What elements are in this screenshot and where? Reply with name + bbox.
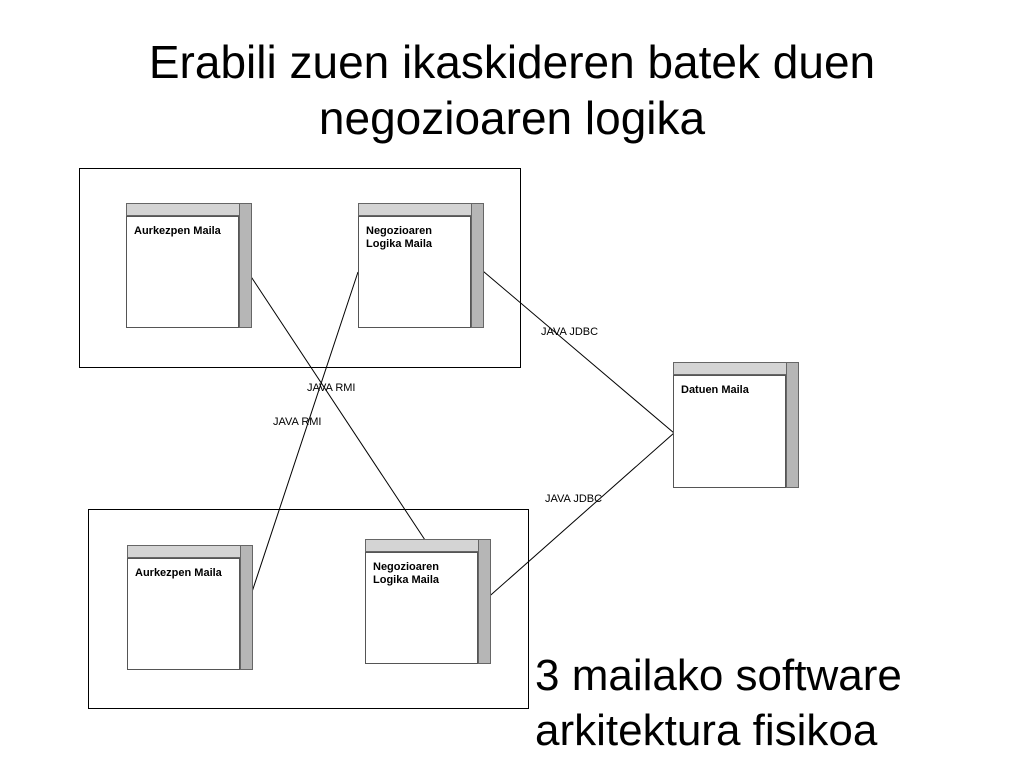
node-top-presentation: Aurkezpen Maila xyxy=(126,203,252,328)
label-jdbc-top: JAVA JDBC xyxy=(541,326,599,338)
node-label: Negozioaren Logika Maila xyxy=(373,561,440,586)
node-label: Negozioaren Logika Maila xyxy=(366,225,433,250)
label-rmi-2: JAVA RMI xyxy=(273,416,322,428)
node-bottom-presentation: Aurkezpen Maila xyxy=(127,545,253,670)
rmi-line-top-presentation-to-bottom-business xyxy=(243,265,426,541)
rmi-line-top-business-to-bottom-presentation xyxy=(246,271,359,608)
jdbc-line-bottom-business-to-data xyxy=(483,432,675,602)
node-label: Aurkezpen Maila xyxy=(134,225,221,237)
bottom-machine-frame xyxy=(88,509,529,709)
slide-title: Erabili zuen ikaskideren batek duen nego… xyxy=(0,34,1024,146)
node-label: Datuen Maila xyxy=(681,384,749,396)
top-machine-frame xyxy=(79,168,521,368)
jdbc-line-top-business-to-data xyxy=(476,265,675,434)
slide-title-line-1: Erabili zuen ikaskideren batek duen xyxy=(148,36,876,88)
node-top-business-logic: Negozioaren Logika Maila xyxy=(358,203,484,328)
slide-caption-line-1: 3 mailako software xyxy=(535,651,902,700)
label-jdbc-bottom: JAVA JDBC xyxy=(545,493,603,505)
node-bottom-business-logic: Negozioaren Logika Maila xyxy=(365,539,491,664)
node-data-tier: Datuen Maila xyxy=(673,362,799,488)
label-rmi-1: JAVA RMI xyxy=(307,382,356,394)
slide-title-line-2: negozioaren logika xyxy=(318,92,706,144)
slide-caption-line-2: arkitektura fisikoa xyxy=(535,706,878,755)
node-label: Aurkezpen Maila xyxy=(135,567,222,579)
slide-caption: 3 mailako software arkitektura fisikoa xyxy=(535,648,1015,758)
